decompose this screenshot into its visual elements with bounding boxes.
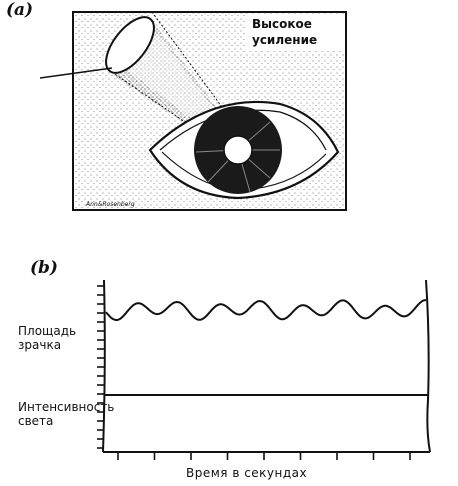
eye-illustration: Высокое усиление Ann&Rosenberg xyxy=(39,11,347,211)
panel-b-label: (b) xyxy=(30,258,58,278)
beam-edge-left xyxy=(39,67,113,79)
light-label-line-1: Интенсивность xyxy=(18,400,115,414)
pupil-area-label: Площадь зрачка xyxy=(18,324,76,352)
light-label-line-2: света xyxy=(18,414,54,428)
light-intensity-label: Интенсивность света xyxy=(18,400,114,428)
pupil-area-curve xyxy=(105,299,427,321)
time-axis-label: Время в секундах xyxy=(186,466,308,480)
caption-line-1: Высокое xyxy=(252,17,312,31)
artist-signature: Ann&Rosenberg xyxy=(85,201,135,208)
pupil-label-line-1: Площадь xyxy=(18,324,77,338)
pupil-graph xyxy=(97,279,431,460)
pupil-label-line-2: зрачка xyxy=(18,338,62,352)
right-axis xyxy=(425,279,431,453)
lamp-lens xyxy=(105,16,155,74)
pupil xyxy=(223,135,253,165)
caption-line-2: усиление xyxy=(252,33,317,47)
left-axis-ticks xyxy=(97,285,104,449)
time-axis-ticks xyxy=(117,452,411,460)
panel-a-label: (a) xyxy=(6,0,34,20)
